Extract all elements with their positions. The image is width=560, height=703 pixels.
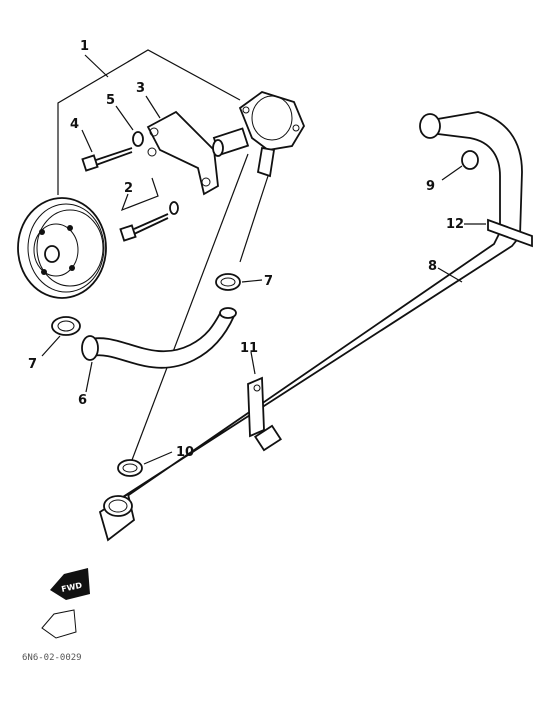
callout-10: 10 bbox=[176, 445, 194, 460]
callout-12: 12 bbox=[446, 217, 464, 232]
callout-3: 3 bbox=[136, 81, 145, 96]
water-pump bbox=[212, 91, 306, 178]
hose-clamp-7a bbox=[215, 273, 263, 291]
bracket-11 bbox=[247, 351, 265, 438]
callout-11: 11 bbox=[240, 341, 258, 356]
clamp-9 bbox=[441, 150, 479, 181]
callout-5: 5 bbox=[106, 93, 115, 108]
hose-clamp-7b bbox=[41, 316, 81, 357]
pipe-8 bbox=[98, 111, 523, 542]
callout-4: 4 bbox=[70, 117, 79, 132]
callout-6: 6 bbox=[78, 393, 87, 408]
callout-2: 2 bbox=[124, 181, 133, 196]
bolt-4 bbox=[81, 129, 133, 172]
washer-5 bbox=[115, 105, 144, 147]
callout-8: 8 bbox=[428, 259, 437, 274]
hose-6 bbox=[81, 307, 237, 393]
callout-7b: 7 bbox=[28, 357, 37, 372]
bolt-2 bbox=[119, 177, 179, 242]
fwd-label: FWD bbox=[61, 581, 84, 594]
bracket-3 bbox=[145, 95, 219, 196]
fwd-arrow-icon: FWD bbox=[50, 568, 90, 600]
fwd-arrow-outline-icon bbox=[41, 609, 77, 639]
hose-clamp-10 bbox=[117, 451, 173, 477]
callout-9: 9 bbox=[426, 179, 435, 194]
drawing-code: 6N6-02-0029 bbox=[22, 653, 82, 663]
callout-7a: 7 bbox=[264, 274, 273, 289]
pump-outlet-leader bbox=[239, 175, 269, 263]
pulley bbox=[17, 197, 107, 299]
callout-1-bracket bbox=[57, 49, 241, 195]
clamp-12 bbox=[464, 218, 533, 248]
pump-to-pipe-leader bbox=[131, 153, 249, 461]
callout-1: 1 bbox=[80, 39, 89, 54]
